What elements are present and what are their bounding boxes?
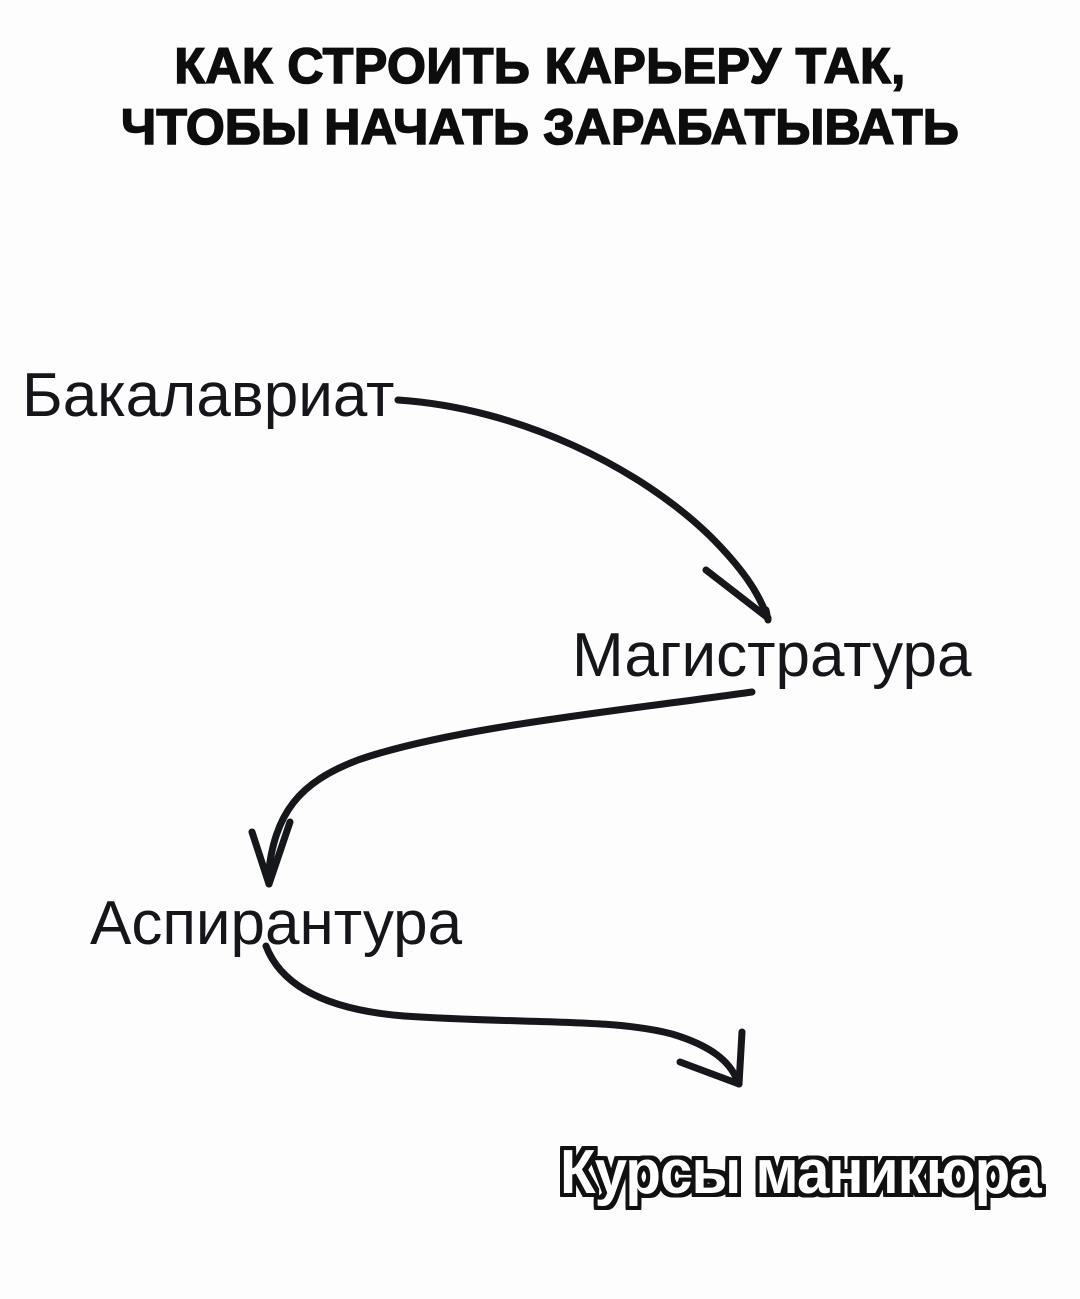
flow-node-bachelor: Бакалавриат xyxy=(22,361,395,430)
arrow-master-to-phd xyxy=(248,688,756,888)
arrow-phd-to-manicure xyxy=(262,942,746,1088)
flow-node-master: Магистратура xyxy=(572,621,972,690)
flow-node-phd: Аспирантура xyxy=(90,889,463,958)
flow-node-manicure-punchline: Курсы маникюра xyxy=(560,1138,1042,1207)
meme-title: КАК СТРОИТЬ КАРЬЕРУ ТАК, ЧТОБЫ НАЧАТЬ ЗА… xyxy=(0,36,1080,158)
arrow-bachelor-to-master xyxy=(394,396,772,624)
title-line-2: ЧТОБЫ НАЧАТЬ ЗАРАБАТЫВАТЬ xyxy=(120,98,959,156)
title-line-1: КАК СТРОИТЬ КАРЬЕРУ ТАК, xyxy=(174,37,906,95)
